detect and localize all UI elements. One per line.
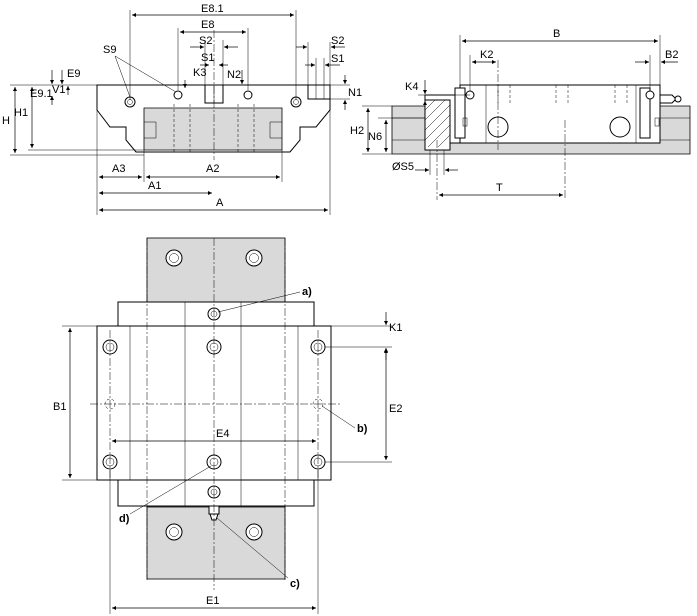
- label-E9-1: E9.1: [30, 88, 53, 100]
- label-A3: A3: [112, 163, 125, 175]
- label-E4: E4: [216, 428, 229, 440]
- label-K1: K1: [389, 322, 402, 334]
- label-E2: E2: [389, 403, 402, 415]
- label-E8: E8: [201, 19, 214, 31]
- label-N6: N6: [368, 131, 382, 143]
- label-K4: K4: [405, 81, 418, 93]
- top-view: a) b) c) d) K1 E2 B1 E4 E1: [53, 237, 402, 614]
- label-E1: E1: [206, 595, 219, 607]
- rail-front: [143, 107, 283, 151]
- label-T: T: [496, 182, 503, 194]
- label-S2-right: S2: [331, 35, 344, 47]
- label-S5: ØS5: [392, 161, 414, 173]
- label-N2: N2: [227, 69, 241, 81]
- label-B2: B2: [665, 49, 678, 61]
- label-S1-right: S1: [331, 53, 344, 65]
- label-A1: A1: [148, 180, 161, 192]
- label-K3: K3: [193, 67, 206, 79]
- cut-section: [424, 99, 451, 151]
- label-S2: S2: [199, 35, 212, 47]
- callout-c: c): [290, 578, 300, 590]
- label-E9: E9: [67, 68, 80, 80]
- label-N1: N1: [348, 87, 362, 99]
- front-view: E8.1 E8 S2 S1 S9 K3 N2 H H1 E9.1 E9: [2, 3, 362, 215]
- label-A2: A2: [206, 163, 219, 175]
- label-A: A: [216, 197, 224, 209]
- label-V1: V1: [52, 84, 65, 96]
- label-H1: H1: [14, 107, 28, 119]
- label-S9: S9: [103, 44, 116, 56]
- label-K2: K2: [480, 49, 493, 61]
- label-S1: S1: [201, 52, 214, 64]
- side-view: B K2 B2 K4 H2 N6 ØS5 T: [350, 28, 691, 200]
- label-H: H: [2, 115, 10, 127]
- label-E8-1: E8.1: [201, 3, 224, 15]
- label-B1: B1: [53, 401, 66, 413]
- callout-a: a): [302, 286, 312, 298]
- label-H2: H2: [350, 125, 364, 137]
- rail-top-upper: [146, 237, 286, 303]
- label-B: B: [553, 28, 560, 40]
- callout-d: d): [119, 513, 130, 525]
- callout-b: b): [357, 423, 368, 435]
